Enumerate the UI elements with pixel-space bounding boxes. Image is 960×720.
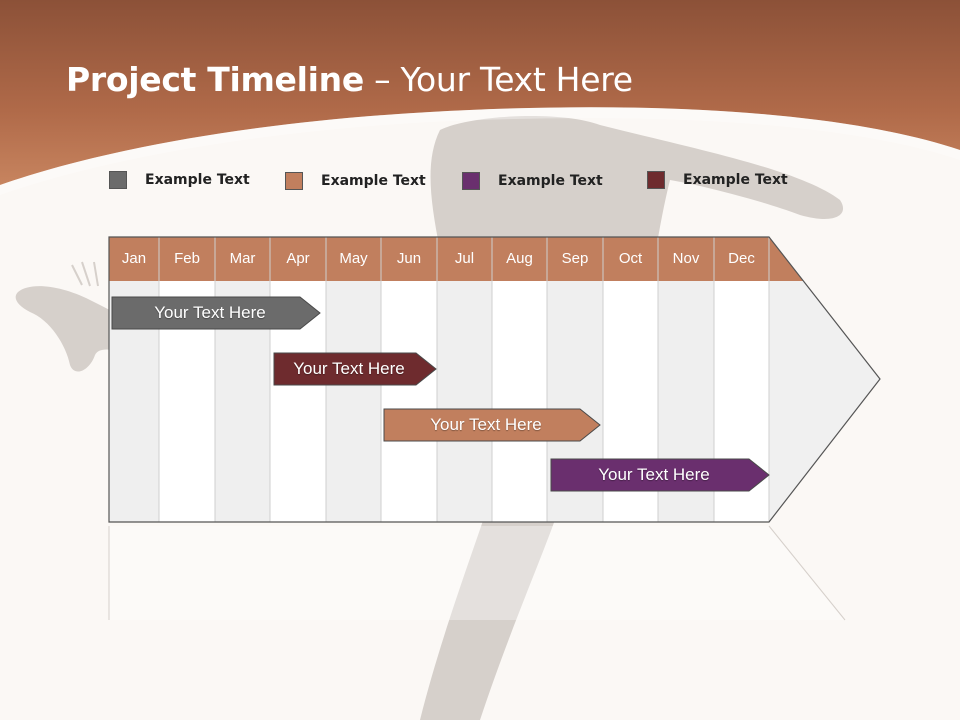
task-bar: [111, 296, 321, 330]
month-column: [326, 281, 381, 522]
task-label: Your Text Here: [154, 303, 266, 322]
task-label: Your Text Here: [430, 415, 542, 434]
timeline-chart: [108, 236, 881, 621]
title-bold: Project Timeline: [66, 60, 364, 99]
month-label: May: [339, 250, 368, 267]
legend-label: Example Text: [145, 172, 250, 188]
reflection-edge: [768, 525, 846, 621]
month-header-band: [109, 237, 803, 281]
title-rest: – Your Text Here: [363, 60, 633, 99]
month-label: Jul: [454, 250, 475, 267]
month-label: Nov: [672, 250, 700, 267]
month-label: Mar: [229, 250, 256, 267]
legend-swatch: [285, 172, 303, 190]
month-column: [381, 281, 437, 522]
month-label: Oct: [618, 250, 643, 267]
timeline-reflection: [109, 526, 845, 620]
month-label: Apr: [286, 250, 310, 267]
month-label: Jan: [121, 250, 147, 267]
legend-label: Example Text: [321, 173, 426, 189]
task-label: Your Text Here: [598, 465, 710, 484]
month-column: [437, 281, 492, 522]
month-label: Sep: [561, 250, 589, 267]
legend-label: Example Text: [498, 173, 603, 189]
month-label: Dec: [728, 250, 755, 267]
legend-swatch: [109, 171, 127, 189]
month-label: Aug: [506, 250, 533, 267]
page-title: Project Timeline – Your Text Here: [66, 60, 633, 99]
task-bar: [550, 458, 770, 492]
task-bar: [273, 352, 437, 386]
month-label: Jun: [396, 250, 422, 267]
legend-swatch: [647, 171, 665, 189]
legend-label: Example Text: [683, 172, 788, 188]
month-label: Feb: [174, 250, 200, 267]
arrow-head-body: [769, 281, 880, 522]
timeline-outline: [108, 236, 881, 523]
month-column: [492, 281, 547, 522]
task-label: Your Text Here: [293, 359, 405, 378]
header-band: [0, 0, 960, 185]
legend-swatch: [462, 172, 480, 190]
task-bar: [383, 408, 601, 442]
